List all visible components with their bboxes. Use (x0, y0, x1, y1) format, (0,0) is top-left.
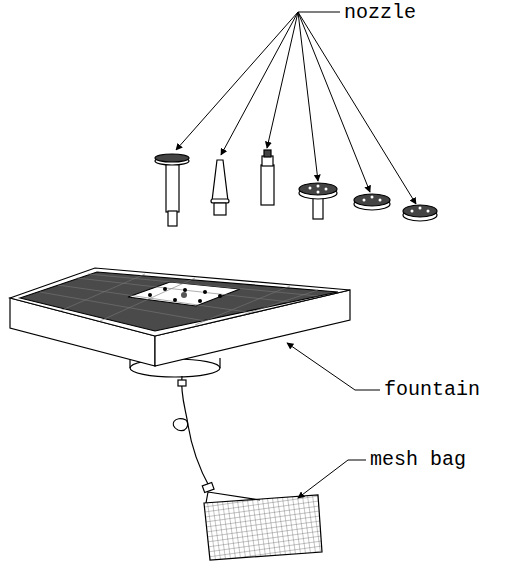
cord-loop (173, 419, 187, 431)
nozzle-tip (264, 150, 271, 157)
leader-line (298, 460, 366, 498)
grid-line (60, 274, 318, 325)
nozzle-hole (379, 199, 382, 202)
plate-hole (173, 298, 177, 302)
nozzle-cone (212, 160, 228, 201)
plate-hole (148, 293, 152, 297)
part-label: nozzle (344, 2, 416, 24)
nozzle-disc (299, 183, 337, 195)
nozzle-body (261, 165, 274, 205)
nozzle-leaders (176, 12, 416, 204)
mesh-bag (204, 495, 322, 560)
nozzle-stem (214, 203, 226, 215)
leader-line (298, 12, 370, 192)
nozzle-disc (403, 205, 437, 217)
nozzle-ring (211, 199, 229, 203)
nozzle-stem (166, 160, 179, 212)
part-leaders (287, 343, 380, 498)
part-label: fountain (384, 379, 480, 401)
nozzle-hole (363, 199, 366, 202)
leader-line (176, 12, 298, 150)
leader-line (287, 343, 380, 390)
cord (173, 376, 260, 503)
cord-clip (178, 380, 186, 386)
nozzle-holes (309, 185, 430, 213)
nozzle-hole (325, 188, 328, 191)
plate-hole (198, 299, 202, 303)
part-label: mesh bag (370, 449, 466, 471)
panel-grid (40, 274, 318, 325)
fountain-body (10, 268, 350, 377)
leader-line (267, 12, 298, 148)
nozzle-disc (155, 154, 189, 162)
plate-hole (163, 287, 167, 291)
grid-line (40, 274, 318, 321)
leader-line (221, 12, 298, 155)
nozzle-hole (411, 210, 414, 213)
leader-line (298, 12, 340, 13)
nozzle-stem (168, 211, 177, 226)
leader-line (298, 12, 416, 204)
plate-hole (218, 294, 222, 298)
plate-holes (148, 287, 222, 303)
nozzle-disc (354, 194, 390, 206)
nozzle-hole (317, 191, 320, 194)
solar-panel (20, 272, 338, 331)
cord-line (182, 376, 210, 488)
nozzle-hole (309, 187, 312, 190)
nozzle-hole (419, 207, 422, 210)
plate-hole (183, 288, 187, 292)
nozzle-hole (371, 196, 374, 199)
plate-hole (203, 290, 207, 294)
fountain-top (10, 268, 350, 336)
nozzle-hole (317, 185, 320, 188)
nozzles (155, 150, 437, 226)
cord-clip (202, 482, 214, 492)
nozzle-hole (427, 210, 430, 213)
plate-center (181, 292, 187, 298)
